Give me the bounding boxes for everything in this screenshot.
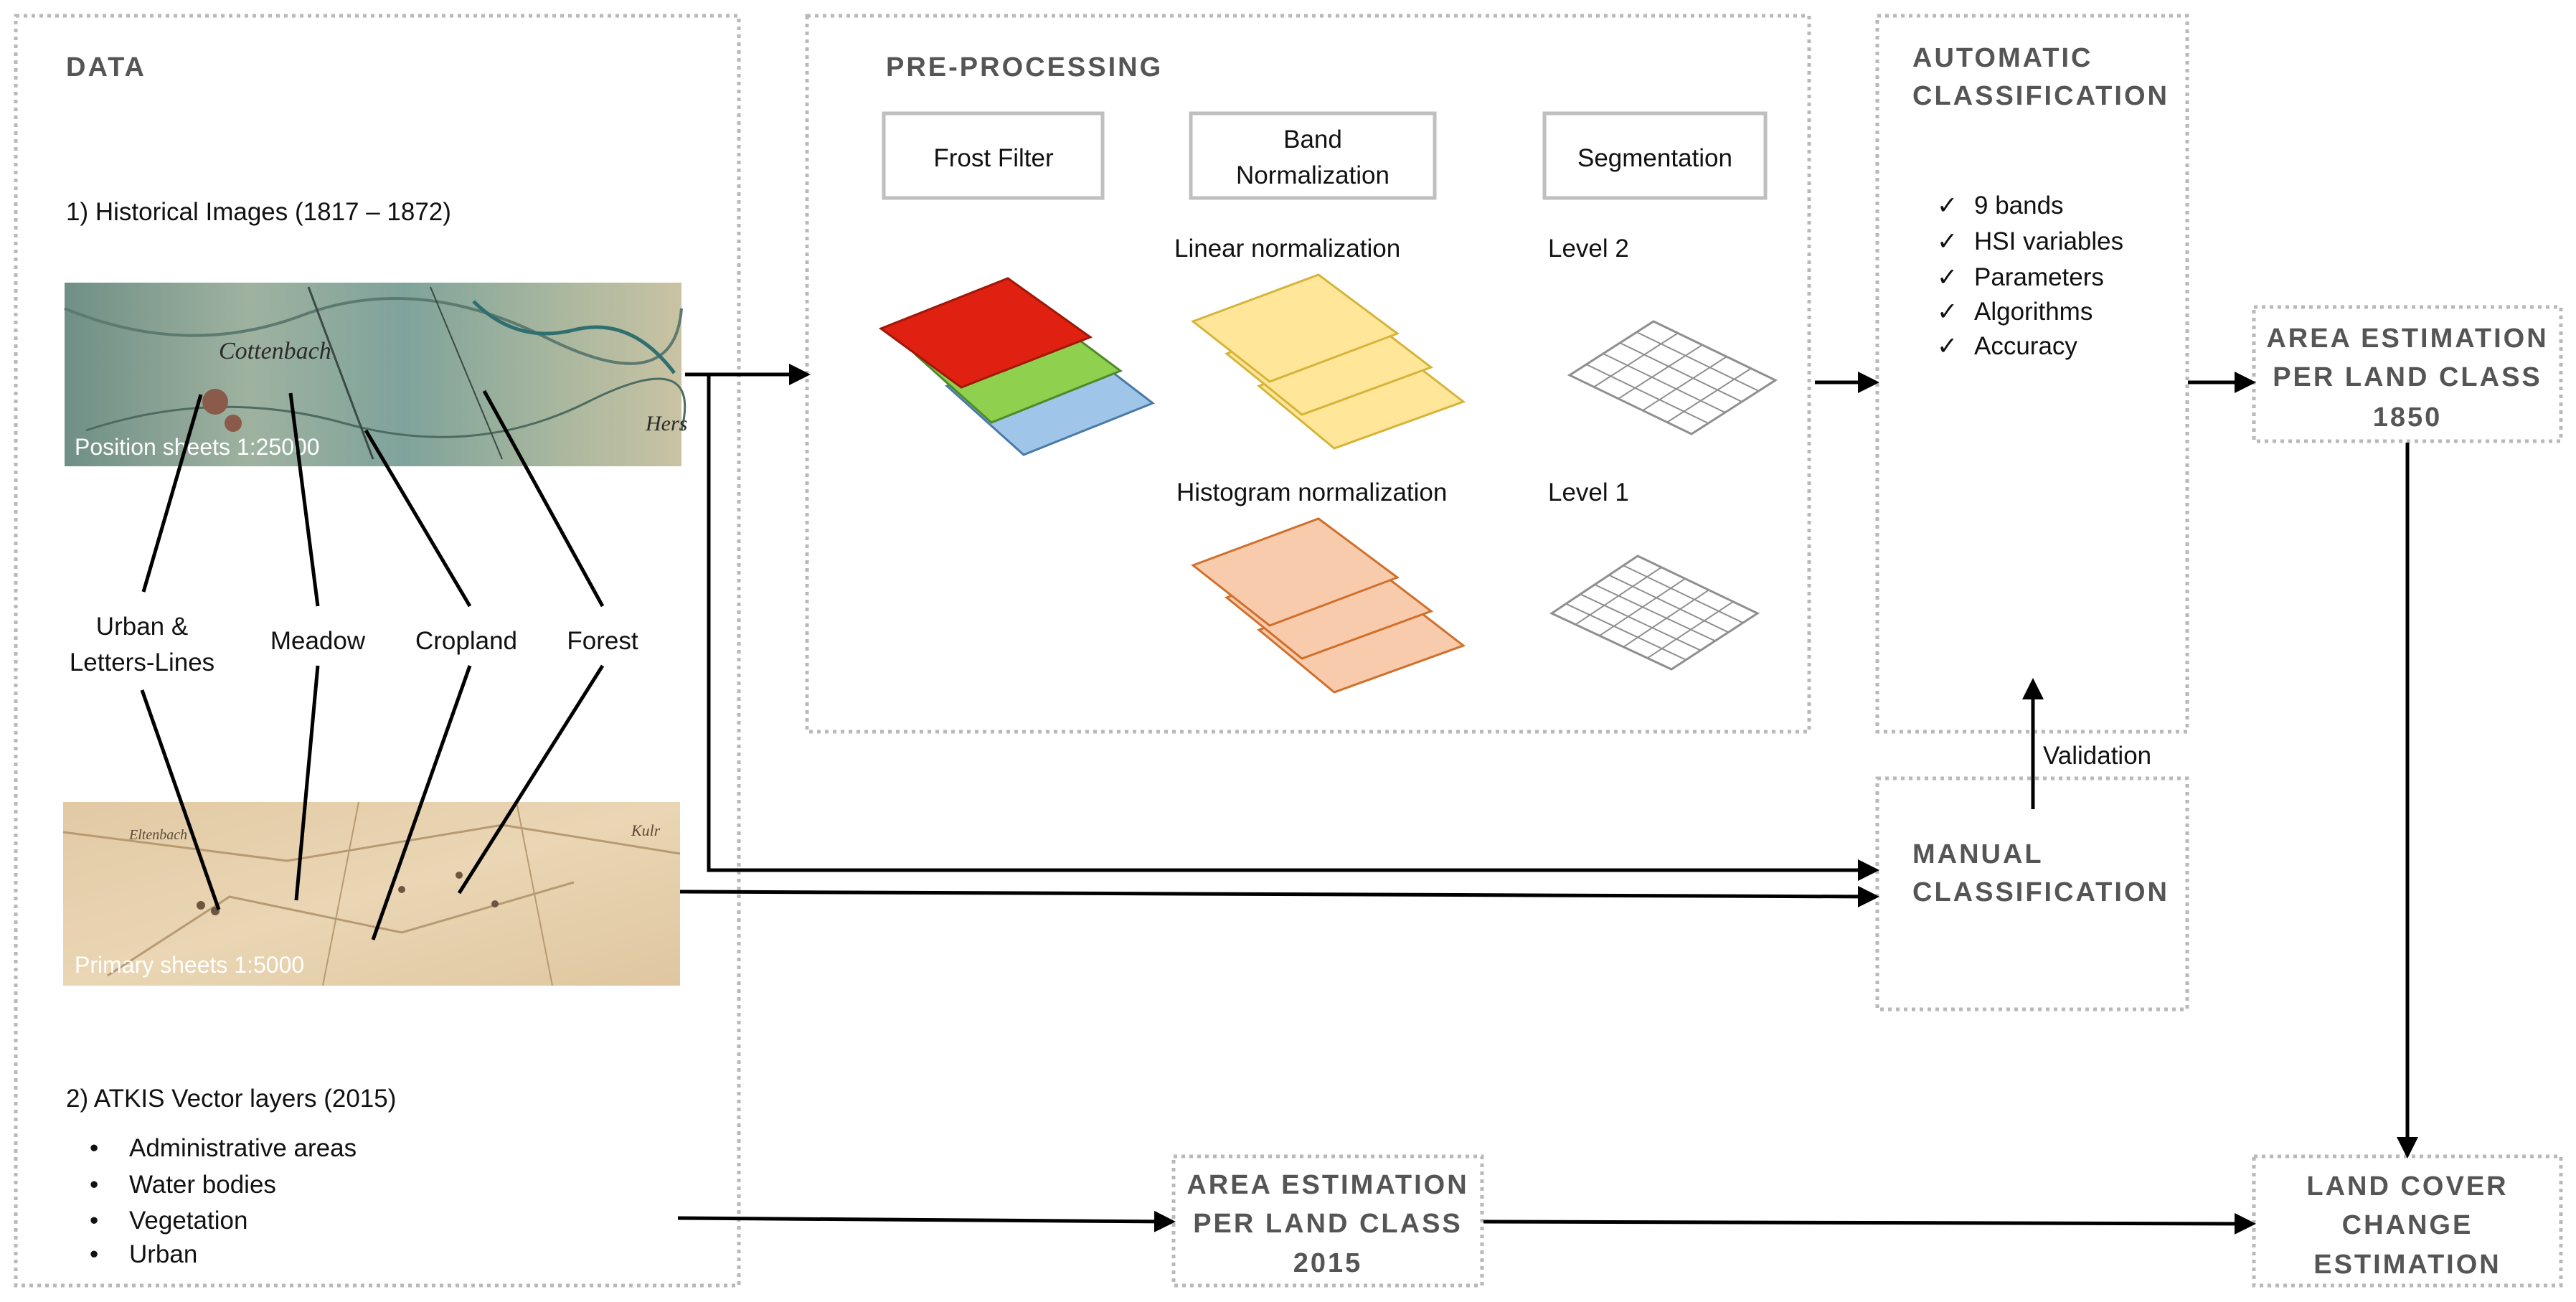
class-meadow: Meadow bbox=[270, 627, 366, 655]
criteria-item: HSI variables bbox=[1974, 227, 2123, 255]
class-forest: Forest bbox=[567, 627, 638, 655]
position-sheets-label: Position sheets 1:25000 bbox=[75, 434, 320, 460]
class-cropland: Cropland bbox=[415, 627, 517, 655]
change-line1: LAND COVER bbox=[2306, 1171, 2508, 1202]
atkis-bullet: • bbox=[90, 1207, 98, 1235]
area-2015-line1: AREA ESTIMATION bbox=[1186, 1170, 1468, 1200]
map-top-place-label-right: Hers bbox=[645, 412, 687, 435]
automatic-heading-line1: AUTOMATIC bbox=[1912, 43, 2093, 73]
position-sheets-map: Cottenbach Hers Position sheets 1:25000 bbox=[64, 283, 687, 466]
area-1850-line1: AREA ESTIMATION bbox=[2266, 324, 2548, 354]
position-sheets-image bbox=[65, 283, 681, 466]
change-line3: ESTIMATION bbox=[2313, 1250, 2501, 1280]
rgb-band-stack bbox=[878, 277, 1156, 456]
area-2015-line3: 2015 bbox=[1293, 1248, 1363, 1278]
primary-sheets-image bbox=[63, 802, 680, 986]
class-urban-line2: Letters-Lines bbox=[70, 648, 214, 676]
linear-layer bbox=[1190, 273, 1400, 383]
arrow-area2015-to-change bbox=[1483, 1212, 2256, 1235]
automatic-heading-line2: CLASSIFICATION bbox=[1912, 81, 2169, 111]
histogram-normalization-label: Histogram normalization bbox=[1176, 478, 1447, 506]
preprocessing-section: PRE-PROCESSING Frost Filter Band Normali… bbox=[805, 14, 1811, 734]
area-estimation-2015-box: AREA ESTIMATION PER LAND CLASS 2015 bbox=[1171, 1154, 1484, 1288]
frost-filter-label: Frost Filter bbox=[933, 144, 1054, 172]
check-icon: ✓ bbox=[1937, 263, 1958, 291]
data-section-border bbox=[14, 14, 741, 1288]
segmentation-grid-level2 bbox=[1567, 320, 1778, 435]
primary-sheets-label: Primary sheets 1:5000 bbox=[75, 952, 304, 978]
segmentation-label: Segmentation bbox=[1577, 144, 1732, 172]
data-section: DATA 1) Historical Images (1817 – 1872) … bbox=[14, 14, 741, 1288]
atkis-list: • Administrative areas • Water bodies • … bbox=[90, 1134, 357, 1268]
historical-images-title: 1) Historical Images (1817 – 1872) bbox=[66, 198, 451, 226]
arrow-primary-to-manual bbox=[679, 885, 1879, 907]
atkis-item: Vegetation bbox=[129, 1207, 247, 1235]
area-1850-line3: 1850 bbox=[2373, 402, 2443, 433]
criteria-item: Accuracy bbox=[1974, 332, 2077, 360]
atkis-item: Administrative areas bbox=[129, 1134, 357, 1162]
automatic-classification-border bbox=[1875, 14, 2189, 734]
change-line2: CHANGE bbox=[2342, 1210, 2473, 1240]
level2-label: Level 2 bbox=[1548, 235, 1629, 263]
automatic-criteria-list: ✓ 9 bands ✓ HSI variables ✓ Parameters ✓… bbox=[1937, 192, 2123, 360]
band-normalization-line2: Normalization bbox=[1236, 161, 1390, 189]
linear-normalization-stack bbox=[1190, 273, 1466, 450]
land-cover-change-box: LAND COVER CHANGE ESTIMATION bbox=[2252, 1154, 2563, 1288]
criteria-item: Algorithms bbox=[1974, 298, 2093, 326]
check-icon: ✓ bbox=[1937, 332, 1958, 360]
arrow-data-to-manual-upper bbox=[707, 374, 1879, 881]
linear-normalization-label: Linear normalization bbox=[1174, 235, 1400, 263]
area-2015-line2: PER LAND CLASS bbox=[1193, 1209, 1463, 1239]
manual-classification-section: MANUAL CLASSIFICATION bbox=[1875, 776, 2189, 1011]
check-icon: ✓ bbox=[1937, 192, 1958, 220]
criteria-item: 9 bands bbox=[1974, 192, 2064, 220]
automatic-classification-section: AUTOMATIC CLASSIFICATION ✓ 9 bands ✓ HSI… bbox=[1875, 14, 2189, 734]
preprocessing-heading: PRE-PROCESSING bbox=[886, 52, 1163, 82]
check-icon: ✓ bbox=[1937, 298, 1958, 326]
flow-arrows bbox=[677, 364, 2418, 1235]
primary-sheets-map: Eltenbach Kulr Primary sheets 1:5000 bbox=[62, 801, 681, 986]
histogram-normalization-stack bbox=[1190, 517, 1466, 694]
area-estimation-2015-border bbox=[1171, 1154, 1484, 1288]
band-red bbox=[878, 277, 1093, 389]
map-bottom-place-label: Eltenbach bbox=[128, 827, 187, 843]
level1-label: Level 1 bbox=[1548, 478, 1629, 506]
check-icon: ✓ bbox=[1937, 227, 1958, 255]
atkis-bullet: • bbox=[90, 1240, 98, 1268]
area-estimation-1850-box: AREA ESTIMATION PER LAND CLASS 1850 bbox=[2252, 305, 2563, 443]
histogram-layer bbox=[1190, 517, 1400, 627]
data-heading: DATA bbox=[66, 52, 146, 82]
arrow-atkis-to-area2015 bbox=[677, 1210, 1176, 1232]
frost-filter-box bbox=[882, 111, 1105, 200]
criteria-item: Parameters bbox=[1974, 263, 2104, 291]
manual-heading-line1: MANUAL bbox=[1912, 839, 2044, 869]
band-normalization-line1: Band bbox=[1283, 126, 1342, 154]
atkis-title: 2) ATKIS Vector layers (2015) bbox=[66, 1085, 396, 1113]
segmentation-box bbox=[1542, 111, 1768, 200]
atkis-item: Urban bbox=[129, 1240, 197, 1268]
atkis-item: Water bodies bbox=[129, 1171, 276, 1199]
manual-heading-line2: CLASSIFICATION bbox=[1912, 877, 2169, 907]
segmentation-grid-level1 bbox=[1549, 555, 1760, 671]
band-normalization-box bbox=[1189, 111, 1437, 200]
class-urban-line1: Urban & bbox=[96, 613, 188, 641]
validation-label: Validation bbox=[2043, 742, 2151, 770]
class-connector-lines bbox=[140, 390, 605, 940]
map-top-place-label: Cottenbach bbox=[219, 338, 331, 364]
atkis-bullet: • bbox=[90, 1171, 98, 1199]
map-bottom-place-label-right: Kulr bbox=[631, 821, 661, 839]
atkis-bullet: • bbox=[90, 1134, 98, 1162]
area-1850-line2: PER LAND CLASS bbox=[2273, 362, 2542, 392]
